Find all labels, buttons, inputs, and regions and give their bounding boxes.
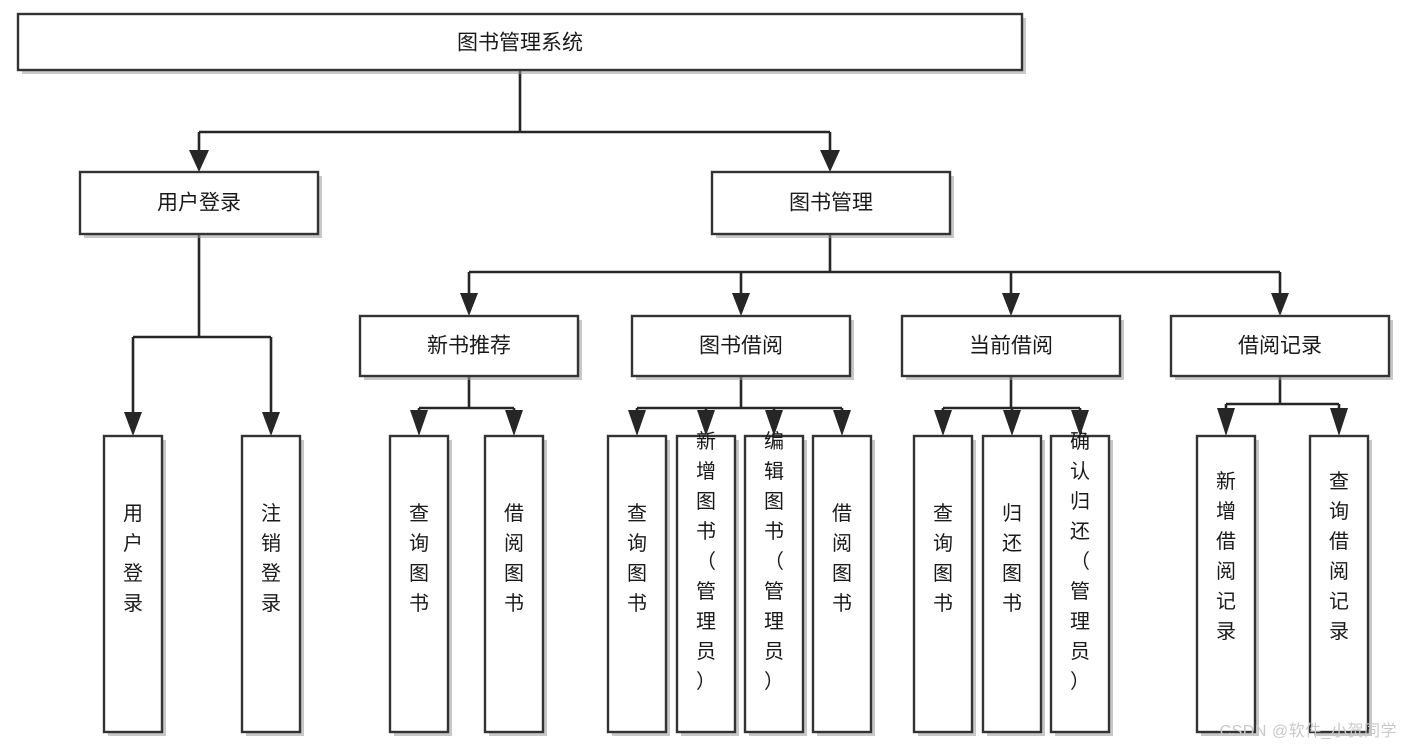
node-new-book-recommend[interactable]: 新书推荐	[358, 314, 582, 380]
leaf-rect	[1195, 434, 1257, 734]
connector-layer	[124, 70, 1348, 436]
leaf-label: 新增图书（管理员）	[696, 430, 716, 693]
node-borrow-record-label: 借阅记录	[1238, 335, 1322, 358]
leaf-node[interactable]: 归还图书	[981, 434, 1045, 736]
arrowhead-borrowrecord-leaf-1	[1217, 408, 1235, 436]
leaf-label: 查询图书	[627, 502, 647, 615]
leaf-node[interactable]: 注销登录	[240, 434, 304, 736]
leaf-rect	[1049, 434, 1111, 734]
leaf-label: 查询图书	[933, 502, 953, 615]
leaf-rect	[743, 434, 805, 734]
node-book-borrow-rect	[630, 314, 852, 378]
leaf-label: 编辑图书（管理员）	[764, 430, 784, 693]
node-root-label: 图书管理系统	[457, 32, 583, 55]
node-current-borrow-rect	[900, 314, 1122, 378]
node-new-book-recommend-rect	[358, 314, 580, 378]
arrowhead-currentborrow-leaf-3	[1071, 410, 1089, 436]
node-root[interactable]: 图书管理系统	[16, 12, 1026, 74]
leaf-node[interactable]: 确认归还（管理员）	[1049, 430, 1113, 736]
leaf-node[interactable]: 查询图书	[606, 434, 670, 736]
node-user-login[interactable]: 用户登录	[78, 170, 322, 238]
leaf-label: 借阅图书	[832, 502, 852, 615]
leaf-rect	[483, 434, 545, 734]
arrowhead-currentborrow-leaf-2	[1003, 410, 1021, 436]
node-current-borrow[interactable]: 当前借阅	[900, 314, 1124, 380]
node-borrow-record[interactable]: 借阅记录	[1169, 314, 1393, 380]
arrowhead-borrow-record	[1271, 293, 1289, 316]
leaf-node[interactable]: 编辑图书（管理员）	[743, 430, 807, 736]
leaf-label: 归还图书	[1002, 502, 1022, 615]
arrowhead-leaf-user-login	[124, 412, 142, 436]
leaf-rect	[1308, 434, 1370, 734]
leaf-label: 注销登录	[261, 502, 281, 615]
arrowhead-newbook-leaf-1	[410, 410, 428, 436]
leaf-rect	[240, 434, 302, 734]
arrowhead-book-borrow	[732, 293, 750, 316]
arrowhead-bookborrow-leaf-1	[628, 410, 646, 436]
arrowhead-new-book-rec	[460, 293, 478, 316]
node-current-borrow-label: 当前借阅	[969, 335, 1053, 358]
leaf-label: 借阅图书	[504, 502, 524, 615]
arrowhead-leaf-logout	[262, 412, 280, 436]
arrowhead-borrowrecord-leaf-2	[1330, 408, 1348, 436]
arrowhead-newbook-leaf-2	[505, 410, 523, 436]
node-user-login-label: 用户登录	[157, 192, 241, 215]
arrowhead-user-login	[189, 150, 209, 172]
leaf-rect	[388, 434, 450, 734]
leaf-rect	[606, 434, 668, 734]
leaf-label: 确认归还（管理员）	[1070, 430, 1090, 693]
node-book-management-label: 图书管理	[789, 192, 873, 215]
node-user-login-rect	[78, 170, 320, 236]
leaf-node[interactable]: 查询图书	[912, 434, 976, 736]
leaf-node[interactable]: 用户登录	[102, 434, 166, 736]
leaf-node[interactable]: 新增借阅记录	[1195, 434, 1259, 736]
leaf-rect	[981, 434, 1043, 734]
node-borrow-record-rect	[1169, 314, 1391, 378]
leaf-rect	[102, 434, 164, 734]
leaf-node[interactable]: 查询借阅记录	[1308, 434, 1372, 736]
leaf-node[interactable]: 借阅图书	[483, 434, 547, 736]
node-book-borrow[interactable]: 图书借阅	[630, 314, 854, 380]
leaf-label: 查询借阅记录	[1329, 470, 1349, 643]
node-new-book-recommend-label: 新书推荐	[427, 335, 511, 358]
node-book-borrow-label: 图书借阅	[699, 335, 783, 358]
leaf-rect	[912, 434, 974, 734]
leaf-node[interactable]: 查询图书	[388, 434, 452, 736]
arrowhead-book-manage	[820, 150, 840, 172]
node-root-rect	[16, 12, 1024, 72]
leaf-rect	[811, 434, 873, 734]
leaf-label: 查询图书	[409, 502, 429, 615]
arrowhead-bookborrow-leaf-2	[697, 410, 715, 436]
arrowhead-bookborrow-leaf-4	[833, 410, 851, 436]
leaf-label: 用户登录	[123, 503, 143, 615]
leaf-node[interactable]: 借阅图书	[811, 434, 875, 736]
node-book-management[interactable]: 图书管理	[710, 170, 954, 238]
leaf-node[interactable]: 新增图书（管理员）	[675, 430, 739, 736]
leaf-label: 新增借阅记录	[1216, 470, 1236, 643]
arrowhead-currentborrow-leaf-1	[934, 410, 952, 436]
arrowhead-current-borrow	[1002, 293, 1020, 316]
leaf-rect	[675, 434, 737, 734]
arrowhead-bookborrow-leaf-3	[765, 410, 783, 436]
node-book-management-rect	[710, 170, 952, 236]
